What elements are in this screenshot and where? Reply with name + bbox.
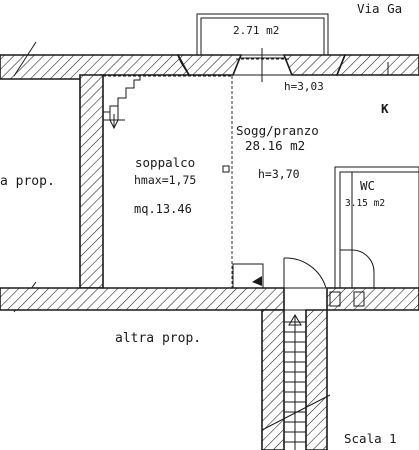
street-label: Via Ga [357, 1, 402, 16]
wc-name-label: WC [360, 178, 375, 193]
wc-room [334, 166, 419, 289]
north-wall [0, 54, 419, 80]
entry-door [232, 257, 327, 289]
living-height-label: h=3,70 [258, 167, 300, 181]
balcony-area-label: 2.71 m2 [233, 24, 279, 37]
left-neighbor-label: a prop. [0, 174, 55, 189]
wc-area-label: 3.15 m2 [345, 198, 385, 209]
window-openings [233, 48, 292, 82]
south-wall [0, 287, 419, 311]
ceiling-top-label: h=3,03 [284, 80, 324, 93]
scale-label: Scala 1 [344, 431, 397, 446]
descending-stair [261, 309, 331, 450]
living-name-label: Sogg/pranzo [236, 123, 319, 138]
left-wall [79, 74, 104, 289]
kitchen-mark: K [381, 101, 389, 116]
bottom-neighbor-label: altra prop. [115, 331, 201, 346]
loft-outline [103, 75, 233, 288]
loft-stair [103, 76, 141, 130]
break-line-left [13, 41, 37, 77]
loft-hmax-label: hmax=1,75 [134, 173, 196, 187]
loft-name-label: soppalco [135, 155, 195, 170]
living-area-label: 28.16 m2 [245, 138, 305, 153]
loft-area-label: mq.13.46 [134, 202, 192, 216]
